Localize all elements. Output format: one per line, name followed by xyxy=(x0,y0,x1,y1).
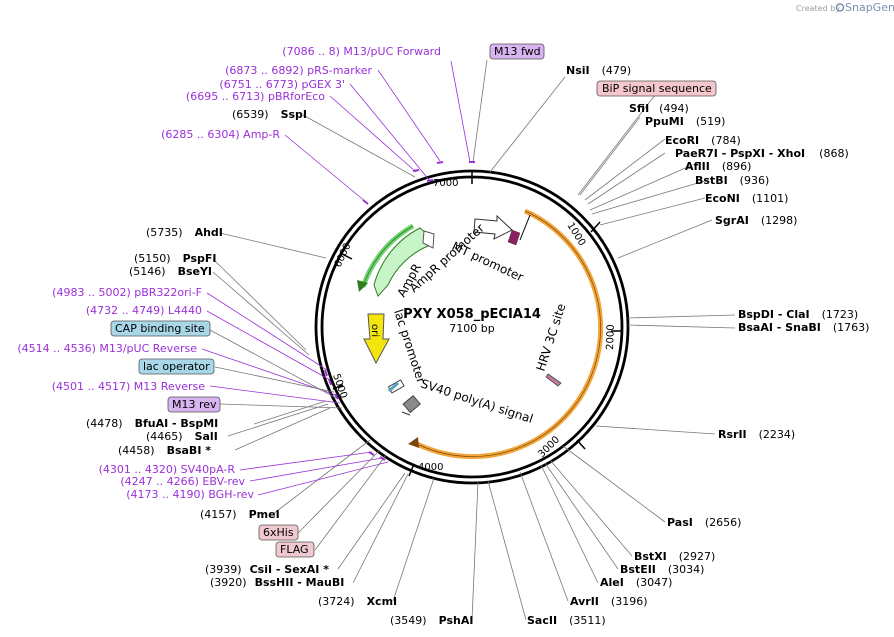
site-bsabi: (4458)BsaBI * xyxy=(118,444,211,457)
cds-arrowhead xyxy=(408,437,419,448)
hrv-3c-feature xyxy=(545,373,562,387)
site-pasi: PasI(2656) xyxy=(667,516,741,529)
site-labels: NsiI(479) SfiI(494) PpuMI(519) EcoRI(784… xyxy=(86,64,869,627)
site-clai: BspDI - ClaI(1723) xyxy=(738,308,858,321)
primer-labels: (7086 .. 8) M13/pUC Forward (6873 .. 689… xyxy=(17,45,441,501)
primer-m13puc-forward: (7086 .. 8) M13/pUC Forward xyxy=(282,45,441,58)
tick-label-6000: 6000 xyxy=(333,242,354,270)
primer-bgh-rev: (4173 .. 4190) BGH-rev xyxy=(126,488,254,501)
site-bspmi: (4478)BfuAI - BspMI xyxy=(86,417,218,430)
site-xcmi: (3724)XcmI xyxy=(318,595,397,608)
flag-tag-label: FLAG xyxy=(280,543,309,556)
sv40-connector xyxy=(401,411,411,416)
site-bsteii: BstEII(3034) xyxy=(620,563,704,576)
m13-rev-box xyxy=(167,396,221,413)
boxed-labels: M13 fwd BiP signal sequence CAP binding … xyxy=(110,43,717,558)
cap-binding-box xyxy=(110,320,211,337)
site-ahdi: (5735)AhdI xyxy=(146,226,223,239)
lac-operator-feature xyxy=(388,381,399,393)
site-aflii: AflII(896) xyxy=(685,160,751,173)
ampr-promoter-feature xyxy=(422,230,435,249)
primer-l4440: (4732 .. 4749) L4440 xyxy=(86,304,202,317)
site-avrii: AvrII(3196) xyxy=(570,595,647,608)
credit-created-by: Created by xyxy=(796,4,840,13)
site-mau-bi: (3920)BssHII - MauBI xyxy=(210,576,344,589)
site-connectors xyxy=(212,76,736,621)
site-bstbi: BstBI(936) xyxy=(695,174,769,187)
snapgene-logo-icon xyxy=(835,3,845,12)
primer-pbrforeco: (6695 .. 6713) pBRforEco xyxy=(186,90,325,103)
ampr-arc-edge xyxy=(362,225,414,288)
box-connectors xyxy=(209,59,656,551)
site-pspfi: (5150)PspFI xyxy=(134,252,216,265)
site-econi: EcoNI(1101) xyxy=(705,192,788,205)
site-sacii: SacII(3511) xyxy=(527,614,606,627)
m13-fwd-box xyxy=(489,43,545,60)
primer-pgex3: (6751 .. 6773) pGEX 3' xyxy=(219,78,345,91)
site-pmei: (4157)PmeI xyxy=(200,508,280,521)
site-sexai: (3939)CsiI - SexAI * xyxy=(205,563,329,576)
bip-signal-box xyxy=(596,80,717,97)
cds-arc-bottom-edge xyxy=(414,373,593,457)
tick-label-7000: 7000 xyxy=(433,178,458,189)
lac-operator-label: lac operator xyxy=(143,360,210,373)
primer-ebv-rev: (4247 .. 4266) EBV-rev xyxy=(120,475,245,488)
site-rsrii: RsrII(2234) xyxy=(718,428,795,441)
bip-feature xyxy=(507,229,521,246)
bip-signal-label: BiP signal sequence xyxy=(602,82,712,95)
ampr-feature xyxy=(373,227,429,297)
flag-tag-box xyxy=(275,541,315,558)
primer-markers xyxy=(324,161,475,461)
sv40-polya-label: SV40 poly(A) signal xyxy=(419,377,535,427)
credit-brand: SnapGene xyxy=(845,1,894,14)
sv40-polya-feature xyxy=(402,394,421,414)
primer-m13puc-reverse: (4514 .. 4536) M13/pUC Reverse xyxy=(17,342,197,355)
cap-binding-label: CAP binding site xyxy=(115,322,205,335)
site-nsii: NsiI(479) xyxy=(566,64,631,77)
his-tag-label: 6xHis xyxy=(263,526,294,539)
ori-feature xyxy=(363,313,390,365)
primer-amp-r: (6285 .. 6304) Amp-R xyxy=(161,128,280,141)
site-sgrai: SgrAI(1298) xyxy=(715,214,797,227)
site-alei: AleI(3047) xyxy=(600,576,672,589)
site-bseyi: (5146)BseYI xyxy=(129,265,212,278)
his-tag-box xyxy=(258,524,299,541)
primer-sv40pa-r: (4301 .. 4320) SV40pA-R xyxy=(99,463,236,476)
site-ppumi: PpuMI(519) xyxy=(645,115,725,128)
primer-pbr322ori-f: (4983 .. 5002) pBR322ori-F xyxy=(52,286,202,299)
m13-fwd-label: M13 fwd xyxy=(494,45,541,58)
ampr-arc-arrow xyxy=(357,280,368,292)
tick-label-2000: 2000 xyxy=(605,324,617,350)
tick-label-4000: 4000 xyxy=(418,462,443,473)
site-xhoi: PaeR7I - PspXI - XhoI(868) xyxy=(675,147,849,160)
primer-m13-reverse: (4501 .. 4517) M13 Reverse xyxy=(52,380,205,393)
ori-label: ori xyxy=(369,324,380,337)
site-sali: (4465)SalI xyxy=(146,430,218,443)
site-sspi: (6539)SspI xyxy=(232,108,307,121)
bip-connector xyxy=(519,214,531,241)
mt-promoter-feature xyxy=(473,214,513,240)
site-sfii: SfiI(494) xyxy=(629,102,689,115)
site-snabi: BsaAI - SnaBI(1763) xyxy=(738,321,869,334)
tick-marks xyxy=(332,171,623,477)
site-ecori: EcoRI(784) xyxy=(665,134,741,147)
site-bstxi: BstXI(2927) xyxy=(634,550,715,563)
primer-connectors xyxy=(201,60,471,496)
primer-prs-marker: (6873 .. 6892) pRS-marker xyxy=(225,64,372,77)
plasmid-length: 7100 bp xyxy=(449,322,494,335)
lac-operator-box xyxy=(138,358,215,375)
cds-arc-top-edge xyxy=(524,210,601,375)
plasmid-name: PXY X058_pECIA14 xyxy=(403,307,541,322)
m13-rev-label: M13 rev xyxy=(172,398,217,411)
site-pshai: (3549)PshAI xyxy=(390,614,473,627)
